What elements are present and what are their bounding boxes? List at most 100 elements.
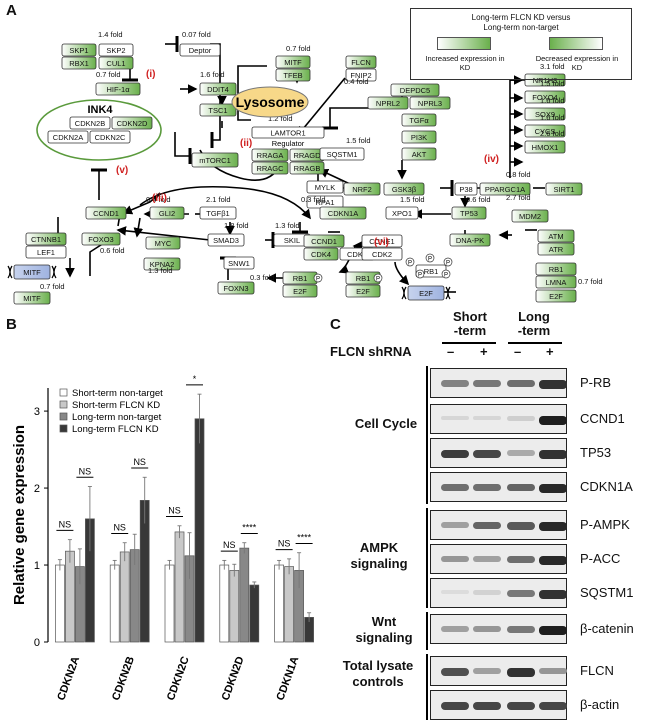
band — [507, 416, 535, 421]
node-deptor: Deptor — [179, 43, 221, 57]
node-fnip2: FNIP2 — [345, 68, 377, 82]
node-label: RRAGC — [256, 164, 284, 173]
node-label: CDK2 — [372, 250, 392, 259]
node-nprl3: NPRL3 — [409, 96, 451, 110]
blot-label: TP53 — [580, 445, 612, 460]
node-label: KPNA2 — [150, 260, 175, 269]
node-skp2: SKP2 — [98, 43, 134, 57]
band — [473, 702, 501, 710]
blot-label: FLCN — [580, 663, 614, 678]
node-ccne1: CCNE1 — [361, 234, 403, 248]
fold-label: 1.3 fold — [148, 266, 173, 275]
legend-entry: Long-term non-target — [72, 412, 162, 423]
node-nrf2: NRF2 — [343, 182, 381, 196]
header-line-short — [442, 342, 496, 344]
svg-text:P: P — [444, 273, 448, 279]
western-blot-panel: Short-term Long-term FLCN shRNA – + – + … — [330, 310, 651, 720]
node-label: CDKN2B — [75, 119, 105, 128]
bar — [55, 564, 65, 643]
node-label: GSK3β — [392, 185, 417, 194]
band — [539, 590, 567, 599]
node-cul1: CUL1 — [98, 56, 134, 70]
node-label: MDM2 — [519, 212, 541, 221]
fold-label: 0.6 fold — [466, 195, 491, 204]
bar — [239, 547, 250, 643]
fold-label: 2.7 fold — [506, 193, 531, 202]
node-label: CCND1 — [93, 209, 119, 218]
band — [539, 556, 567, 565]
band — [507, 590, 535, 597]
legend-entry: Short-term non-target — [72, 388, 163, 399]
svg-text:P: P — [428, 257, 432, 263]
node-label: MYLK — [315, 183, 335, 192]
node-rbx1: RBX1 — [61, 56, 97, 70]
band — [441, 450, 469, 459]
svg-text:P: P — [418, 273, 422, 279]
bar — [249, 584, 260, 643]
node-label: CDK4 — [311, 250, 331, 259]
fold-label: 1.6 fold — [200, 70, 225, 79]
header-short-term-suffix: -term — [453, 323, 487, 338]
node-label: NRF2 — [352, 185, 372, 194]
node-sqstm1: SQSTM1 — [319, 147, 365, 161]
y-tick-label: 0 — [34, 637, 40, 649]
bar — [274, 564, 284, 643]
bar — [174, 531, 185, 643]
node-label: XPO1 — [392, 209, 412, 218]
node-label: CDKN2D — [117, 119, 148, 128]
node-label: SIRT1 — [553, 185, 574, 194]
band — [473, 556, 501, 562]
sign-lane1: – — [447, 344, 455, 359]
header-long-term-suffix: -term — [517, 323, 551, 338]
blot-8 — [430, 656, 567, 686]
phospho-marker: P — [373, 273, 383, 283]
node-label: TGFβ1 — [206, 209, 229, 218]
significance-label: NS — [223, 540, 236, 550]
node-myc: MYC — [145, 236, 181, 250]
band — [473, 590, 501, 595]
fold-label: 0.7 fold — [286, 44, 311, 53]
node-cdkn2a: CDKN2A — [47, 130, 89, 144]
band — [473, 668, 501, 674]
node-label: FLCN — [351, 58, 371, 67]
band — [473, 484, 501, 491]
group-divider-cell-cycle — [426, 366, 428, 504]
blot-label: P-RB — [580, 375, 612, 390]
node-label: ATM — [548, 232, 563, 241]
fold-label: 0.3 fold — [250, 273, 275, 282]
blot-2 — [430, 438, 567, 468]
band — [441, 590, 469, 595]
node-label: FOXO3 — [88, 235, 113, 244]
band — [539, 702, 567, 710]
band — [473, 416, 501, 421]
node-hif1a: HIF-1α — [95, 82, 141, 96]
node-tp53: TP53 — [451, 206, 487, 220]
node-mdm2: MDM2 — [511, 209, 549, 223]
phospho-marker: P — [313, 273, 323, 283]
dna-icon — [7, 265, 13, 279]
node-e2fb: E2F — [345, 284, 381, 298]
node-label: GLI2 — [159, 209, 175, 218]
node-label: SKIL — [284, 236, 300, 245]
node-label: MITF — [23, 268, 41, 277]
node-cdk2: CDK2 — [361, 247, 403, 261]
blot-label: P-AMPK — [580, 517, 630, 532]
legend-entry: Short-term FLCN KD — [72, 400, 160, 411]
band — [441, 416, 469, 421]
regulator-label: Regulator — [272, 139, 305, 148]
node-label: SKP2 — [106, 46, 125, 55]
fold-label: 0.4 fold — [146, 195, 171, 204]
node-flcn: FLCN — [345, 55, 377, 69]
fold-label: 1.8 fold — [224, 221, 249, 230]
band — [441, 626, 469, 632]
significance-label: NS — [168, 506, 181, 516]
node-foxo4: FOXO4 — [524, 90, 566, 104]
group-divider-total — [426, 654, 428, 720]
band — [473, 380, 501, 387]
node-label: MYC — [155, 239, 172, 248]
sign-lane4: + — [546, 344, 554, 359]
dna-icon — [401, 286, 407, 300]
significance-label: NS — [133, 457, 146, 467]
node-label: PI3K — [411, 133, 427, 142]
blot-7 — [430, 614, 567, 644]
